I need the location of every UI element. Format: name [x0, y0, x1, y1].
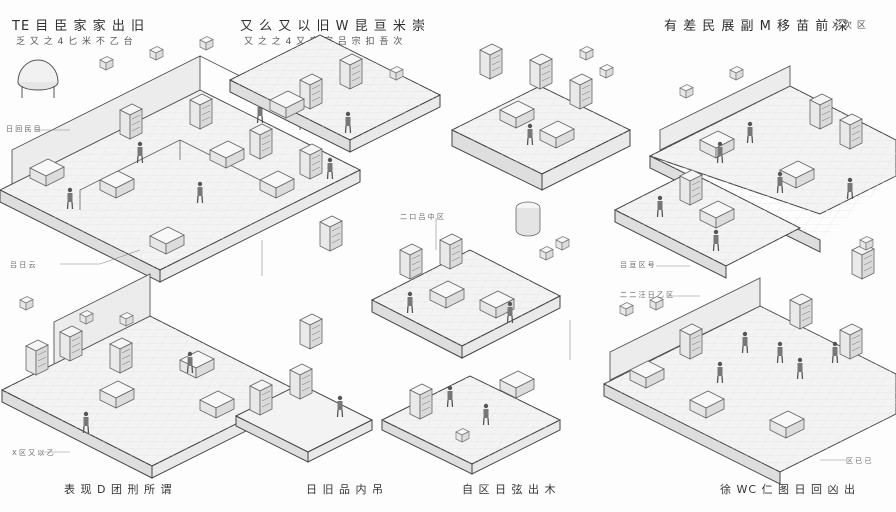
- callout-c7: 区 已 已: [846, 457, 872, 465]
- module-bottom-right: [602, 277, 896, 485]
- dome-tank: [17, 59, 59, 98]
- caption-bottom-3: 自 区 日 弦 出 木: [462, 483, 557, 496]
- callout-c3: 二 口 吕 中 区: [400, 213, 444, 221]
- title-top-right: 有 差 民 展 副 M 移 苗 前 深: [664, 19, 849, 34]
- callout-c6: X 区 又 以 乙: [12, 449, 54, 457]
- callout-c5: 二 二 汪 日 乙 区: [620, 291, 674, 299]
- caption-bottom-2: 日 旧 品 内 吊: [306, 483, 384, 496]
- callout-c1: 日 回 民 目: [6, 125, 41, 133]
- module-mid-right: [613, 169, 802, 279]
- module-top-mid: [228, 34, 442, 153]
- module-center: [370, 233, 562, 359]
- subtitle-top-right: X 次 区: [832, 21, 867, 31]
- subtitle-top-left: 乏 又 之 4 匕 米 不 乙 台: [16, 37, 134, 47]
- title-top-left: TE 目 臣 家 家 出 旧: [12, 19, 145, 34]
- caption-bottom-4: 徐 WC 仁 图 日 回 凶 出: [720, 483, 857, 496]
- module-bottom-center: [380, 370, 562, 475]
- module-bottom-mid-left: [234, 313, 374, 463]
- title-top-center: 又 么 又 以 旧 W 昆 亘 米 崇: [240, 19, 427, 34]
- caption-bottom-1: 表 现 D 团 刑 所 谓: [64, 483, 173, 496]
- module-bottom-left: [0, 273, 302, 479]
- callout-c2: 吕 日 云: [10, 261, 36, 269]
- leader-lines: [36, 129, 846, 461]
- module-top-left: [0, 36, 362, 283]
- tank-center: [515, 201, 541, 237]
- callout-c4: 吕 亘 区 号: [620, 261, 655, 269]
- module-top-center: [450, 43, 632, 191]
